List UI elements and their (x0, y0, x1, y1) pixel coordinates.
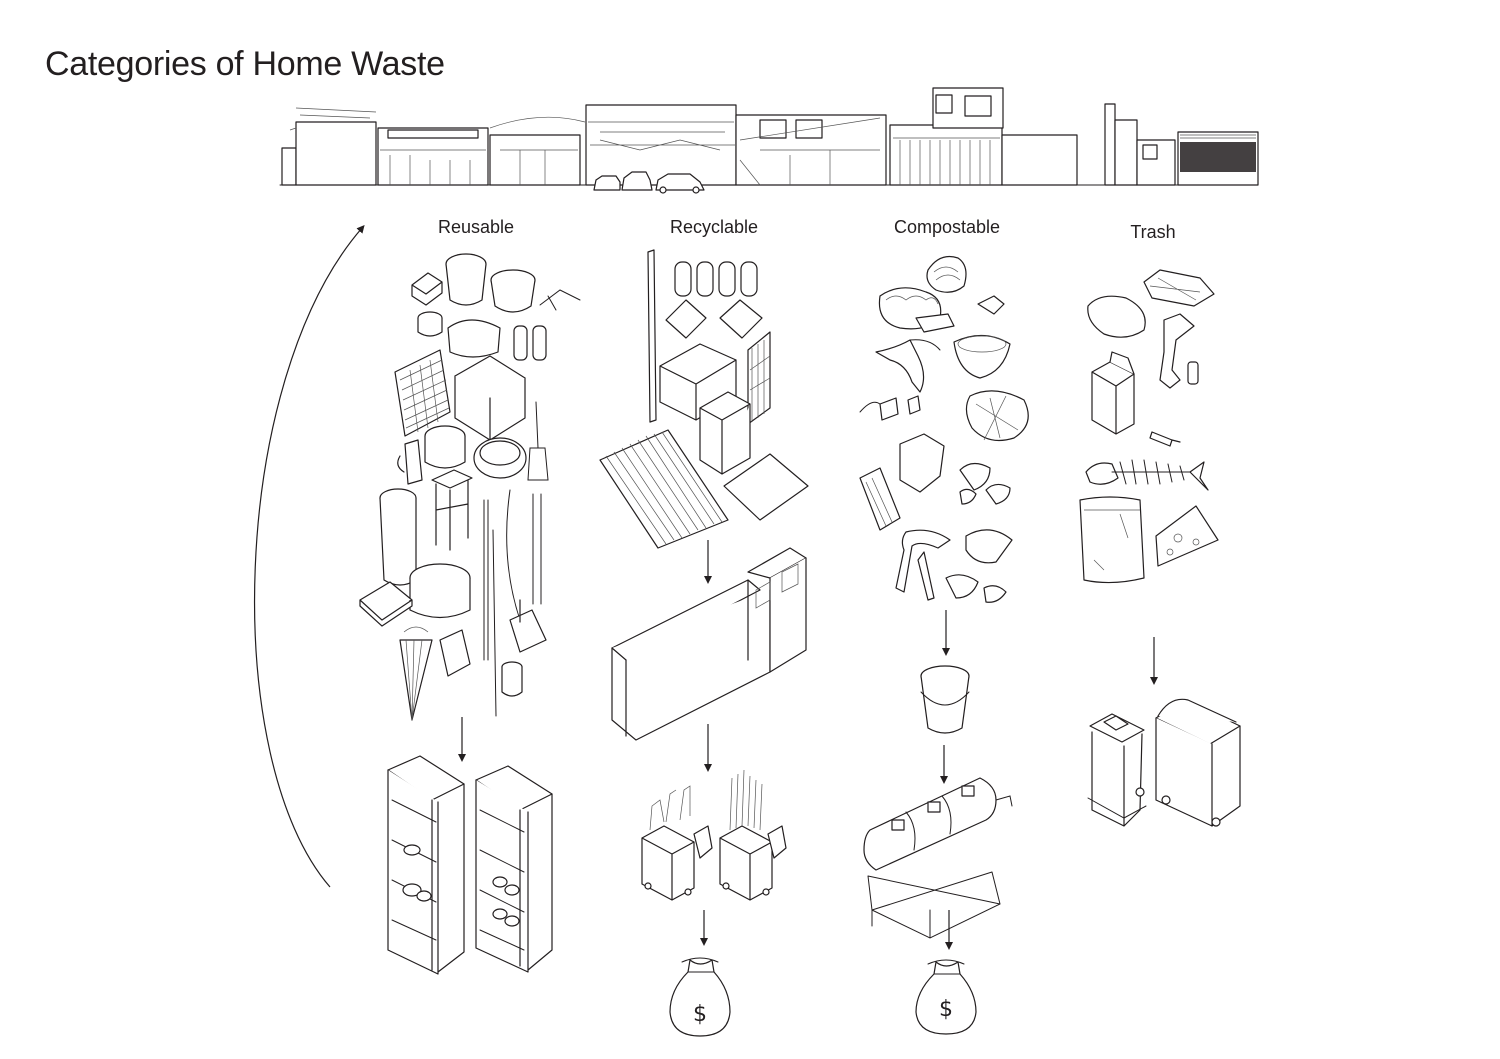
compost-tumbler-illustration (864, 778, 1012, 938)
reusable-items-illustration (360, 254, 580, 720)
reusable-shelves-illustration (388, 756, 552, 974)
page-title: Categories of Home Waste (45, 45, 445, 83)
trash-items-illustration (1080, 270, 1218, 583)
column-label-trash: Trash (1130, 222, 1176, 242)
streetscape-illustration (280, 88, 1258, 193)
column-label-reusable: Reusable (437, 217, 515, 237)
trash-bins-illustration (1088, 699, 1240, 826)
column-label-recyclable: Recyclable (669, 217, 759, 237)
recycling-bin-illustration (612, 548, 806, 740)
column-label-compostable: Compostable (893, 217, 1001, 237)
compostable-items-illustration (860, 257, 1028, 603)
money-symbol: $ (939, 997, 953, 1022)
compost-bucket-illustration (921, 666, 969, 733)
money-symbol: $ (693, 1002, 707, 1027)
recycling-cart-illustration (642, 770, 786, 900)
recyclable-items-illustration (600, 250, 808, 548)
money-bag-icon: $ (916, 960, 976, 1034)
money-bag-icon: $ (670, 958, 730, 1036)
reuse-cycle-arrow (255, 224, 365, 887)
